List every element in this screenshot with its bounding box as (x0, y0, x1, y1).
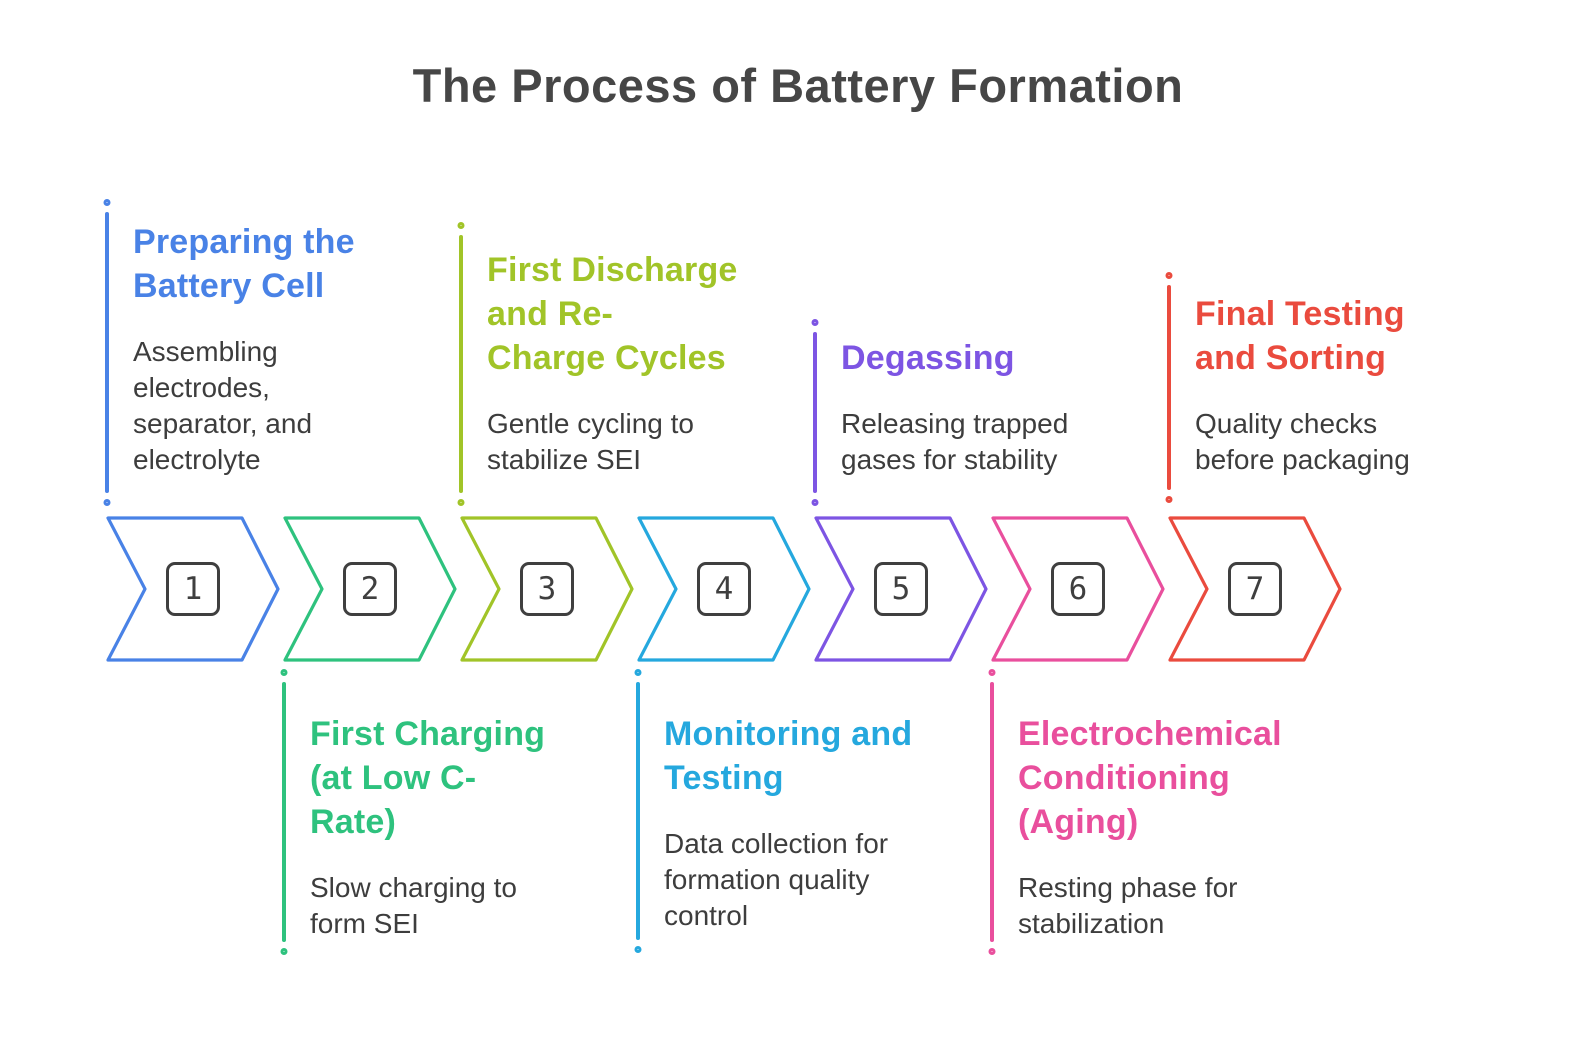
connector-endpoint-dot (457, 499, 465, 506)
chevron-arrow-icon (460, 516, 634, 662)
step-number: 5 (891, 571, 911, 607)
step-title: Preparing the Battery Cell (133, 223, 355, 305)
step-number-box: 2 (343, 562, 397, 616)
step-number: 2 (360, 571, 380, 607)
chevron-outline (814, 516, 988, 662)
step-4-chevron: 4 (636, 515, 812, 663)
step-7-label-block: Final Testing and Sorting Quality checks… (1195, 292, 1495, 478)
step-number: 6 (1068, 571, 1088, 607)
connector-endpoint-dot (103, 499, 111, 506)
step-5-label-block: Degassing Releasing trapped gases for st… (841, 336, 1141, 478)
step-6-label-block: Electrochemical Conditioning (Aging) Res… (1018, 712, 1318, 942)
step-2: First Charging (at Low C- Rate) Slow cha… (280, 0, 545, 1040)
step-description: Gentle cycling to stabilize SEI (487, 408, 694, 475)
step-description: Slow charging to form SEI (310, 872, 518, 939)
connector-endpoint-dot (280, 948, 288, 955)
step-number-box: 6 (1051, 562, 1105, 616)
step-number-box: 4 (697, 562, 751, 616)
step-number-box: 3 (520, 562, 574, 616)
step-2-chevron: 2 (282, 515, 458, 663)
step-3-connector-line (457, 222, 465, 506)
step-4-label-block: Monitoring and Testing Data collection f… (664, 712, 964, 934)
step-7: Final Testing and Sorting Quality checks… (1165, 0, 1410, 1040)
chevron-arrow-icon (814, 516, 988, 662)
step-description: Assembling electrodes, separator, and el… (133, 336, 313, 475)
step-title: First Discharge and Re- Charge Cycles (487, 251, 738, 377)
step-7-connector-line (1165, 272, 1173, 503)
step-1: Preparing the Battery Cell Assembling el… (103, 0, 355, 1040)
chevron-arrow-icon (637, 516, 811, 662)
step-number: 7 (1245, 571, 1265, 607)
connector-endpoint-dot (988, 669, 996, 676)
step-title: First Charging (at Low C- Rate) (310, 715, 546, 841)
step-number-box: 1 (166, 562, 220, 616)
step-5-chevron: 5 (813, 515, 989, 663)
step-6: Electrochemical Conditioning (Aging) Res… (988, 0, 1282, 1040)
step-1-connector-line (103, 199, 111, 506)
chevron-outline (460, 516, 634, 662)
step-5-connector-line (811, 319, 819, 506)
step-3-chevron: 3 (459, 515, 635, 663)
step-number-box: 7 (1228, 562, 1282, 616)
chevron-outline (106, 516, 280, 662)
step-title: Monitoring and Testing (664, 715, 913, 797)
step-1-label-block: Preparing the Battery Cell Assembling el… (133, 220, 433, 478)
connector-endpoint-dot (1165, 272, 1173, 279)
connector-endpoint-dot (634, 946, 642, 953)
chevron-arrow-icon (1168, 516, 1342, 662)
step-number-box: 5 (874, 562, 928, 616)
chevron-outline (1168, 516, 1342, 662)
step-4: Monitoring and Testing Data collection f… (634, 0, 912, 1040)
step-title: Degassing (841, 339, 1015, 377)
step-4-connector-line (634, 669, 642, 953)
connector-endpoint-dot (457, 222, 465, 229)
step-7-chevron: 7 (1167, 515, 1343, 663)
step-title: Final Testing and Sorting (1195, 295, 1405, 377)
step-5: Degassing Releasing trapped gases for st… (811, 0, 1068, 1040)
connector-endpoint-dot (1165, 496, 1173, 503)
step-6-chevron: 6 (990, 515, 1166, 663)
step-2-connector-line (280, 669, 288, 955)
chevron-arrow-icon (106, 516, 280, 662)
connector-endpoint-dot (988, 948, 996, 955)
chevron-outline (283, 516, 457, 662)
step-number: 3 (537, 571, 557, 607)
connector-endpoint-dot (811, 499, 819, 506)
page-title: The Process of Battery Formation (412, 59, 1184, 112)
step-6-connector-line (988, 669, 996, 955)
connector-endpoint-dot (634, 669, 642, 676)
step-title: Electrochemical Conditioning (Aging) (1018, 715, 1282, 841)
step-description: Resting phase for stabilization (1018, 872, 1238, 939)
connector-endpoint-dot (811, 319, 819, 326)
step-number: 4 (714, 571, 734, 607)
step-number: 1 (183, 571, 203, 607)
step-3: First Discharge and Re- Charge Cycles Ge… (457, 0, 737, 1040)
chevron-outline (637, 516, 811, 662)
chevron-arrow-icon (991, 516, 1165, 662)
chevron-arrow-icon (283, 516, 457, 662)
step-description: Quality checks before packaging (1195, 408, 1410, 475)
connector-endpoint-dot (280, 669, 288, 676)
step-2-label-block: First Charging (at Low C- Rate) Slow cha… (310, 712, 610, 942)
step-3-label-block: First Discharge and Re- Charge Cycles Ge… (487, 248, 787, 478)
connector-endpoint-dot (103, 199, 111, 206)
step-description: Releasing trapped gases for stability (841, 408, 1069, 475)
step-1-chevron: 1 (105, 515, 281, 663)
chevron-outline (991, 516, 1165, 662)
step-description: Data collection for formation quality co… (664, 828, 889, 931)
